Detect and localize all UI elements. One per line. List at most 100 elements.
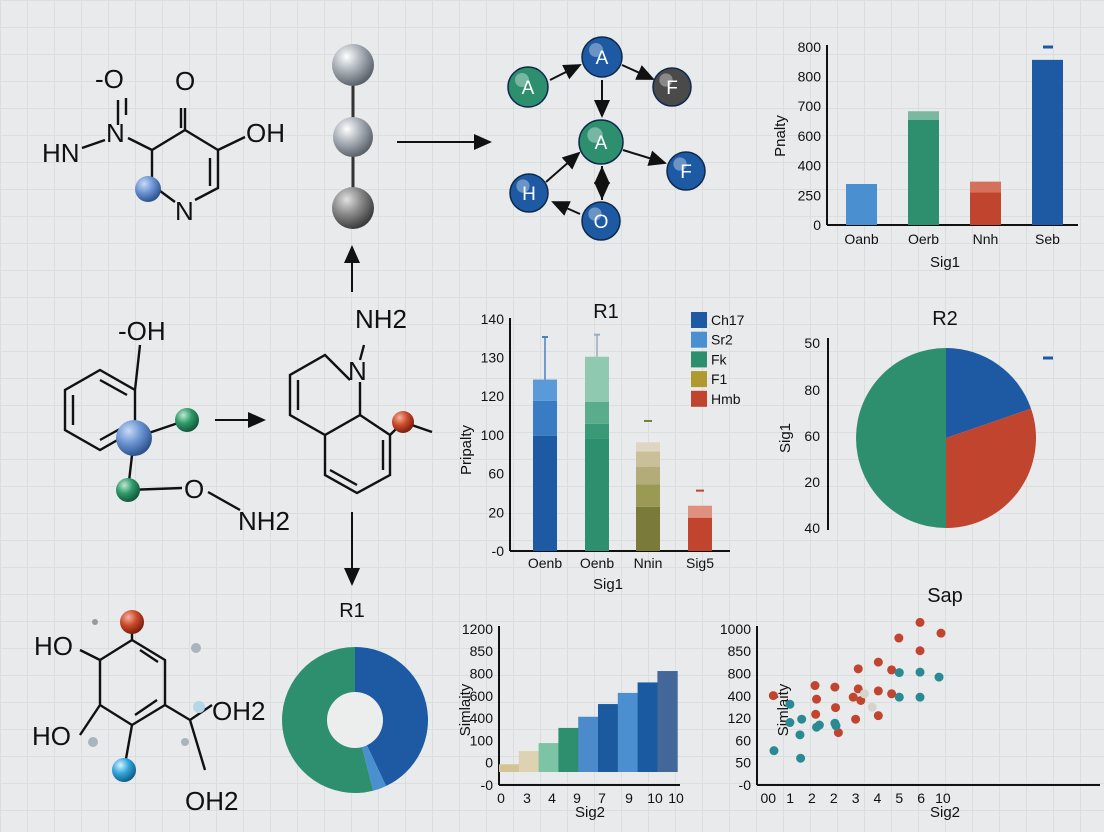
molecule-top-left: -O O HN N OH N [42,64,285,226]
atom-sphere-red [392,411,414,433]
scatter-point [831,703,841,713]
scatter-point [934,672,944,682]
x-tick-label: 10 [935,790,951,806]
x-tick-label: Sig5 [686,555,714,571]
bar-segment [636,506,660,551]
scatter-point [894,668,904,678]
y-tick-label: 1000 [720,621,751,637]
scatter-point [769,746,779,756]
bar-segment [533,379,557,401]
legend-swatch [691,371,707,388]
pie-slice [355,647,428,787]
node-circle [509,173,549,213]
x-tick-label: 3 [852,790,860,806]
scatter-point [851,714,861,724]
node-highlight [659,73,673,87]
bar [558,727,579,772]
label-n: N [106,118,125,148]
bar-segment [585,356,609,403]
bar-segment [585,423,609,439]
y-tick-label: 140 [481,311,505,327]
y-tick-label: 60 [488,466,504,482]
x-tick-label: Nnh [973,231,999,247]
y-tick-label: 600 [798,128,822,144]
label-n: N [348,356,367,386]
node-circle [652,67,692,107]
y-tick-label: 850 [728,643,752,659]
scatter-point [915,667,925,677]
y-tick-label: 60 [735,732,751,748]
label-ring-n: N [175,196,194,226]
y-tick-label: 80 [804,382,820,398]
label-oxide: -O [95,64,124,94]
bar-segment [533,400,557,436]
y-tick-label: 60 [804,428,820,444]
sphere-dark [332,187,374,229]
similarity-bar-ylabel: Simlaity [457,683,474,736]
sphere-silver [332,44,374,86]
y-tick-label: 50 [804,335,820,351]
y-tick-label: 850 [470,643,494,659]
node-circle [507,66,549,108]
node-highlight [516,179,530,193]
y-tick-label: 250 [798,187,822,203]
scatter-point [873,686,883,696]
x-tick-label: Oerb [908,231,939,247]
legend-swatch [691,351,707,368]
node-highlight [589,43,603,57]
scatter-point [796,753,806,763]
y-tick-label: 20 [488,504,504,520]
bar [578,716,599,772]
bar [657,671,678,772]
node-label: A [522,78,535,99]
bar [1032,59,1063,226]
scatter-point [797,714,807,724]
node-highlight [515,73,529,87]
y-tick-label: 800 [798,39,822,55]
network-node: F [652,67,692,107]
scatter-point [814,720,824,730]
node-label: F [666,78,678,99]
legend-swatch [691,312,707,328]
y-tick-label: 100 [481,427,505,443]
scatter-point [915,646,925,656]
atom-sphere-green [116,478,140,502]
scatter-point [833,728,843,738]
bar-segment [636,451,660,467]
node-circle [666,151,706,191]
node-highlight [587,127,603,143]
bar [908,119,939,225]
bar-segment [688,517,712,551]
x-tick-label: 6 [917,790,925,806]
pie-slice [946,348,1032,438]
similarity-bar-xlabel: Sig2 [575,804,605,821]
scatter-point [853,684,863,694]
bar-segment [636,442,660,452]
scatter-point [887,665,897,675]
network-arrow [545,151,581,183]
scatter-point [856,695,866,705]
bar [846,184,877,225]
label-oh: OH [246,118,285,148]
x-tick-label: 9 [625,790,633,806]
network-arrow [622,149,667,166]
scatter-point [785,718,795,728]
atom-dot [92,619,98,625]
y-tick-label: 130 [481,350,505,366]
atom-dot [181,738,189,746]
y-tick-label: 800 [728,666,752,682]
bar [518,751,540,772]
bar-segment [585,402,609,424]
node-label: O [594,212,609,233]
network-node: F [666,151,706,191]
scatter-point [915,617,925,627]
x-tick-label: 9 [573,790,581,806]
r1-bar-title: R1 [593,301,619,323]
y-tick-label: 20 [804,474,820,490]
scatter-title: Sap [927,585,963,607]
r2-pie-ylabel: Sig1 [777,423,794,453]
bar [499,764,520,772]
bar [538,743,559,772]
y-tick-label: 120 [728,710,752,726]
